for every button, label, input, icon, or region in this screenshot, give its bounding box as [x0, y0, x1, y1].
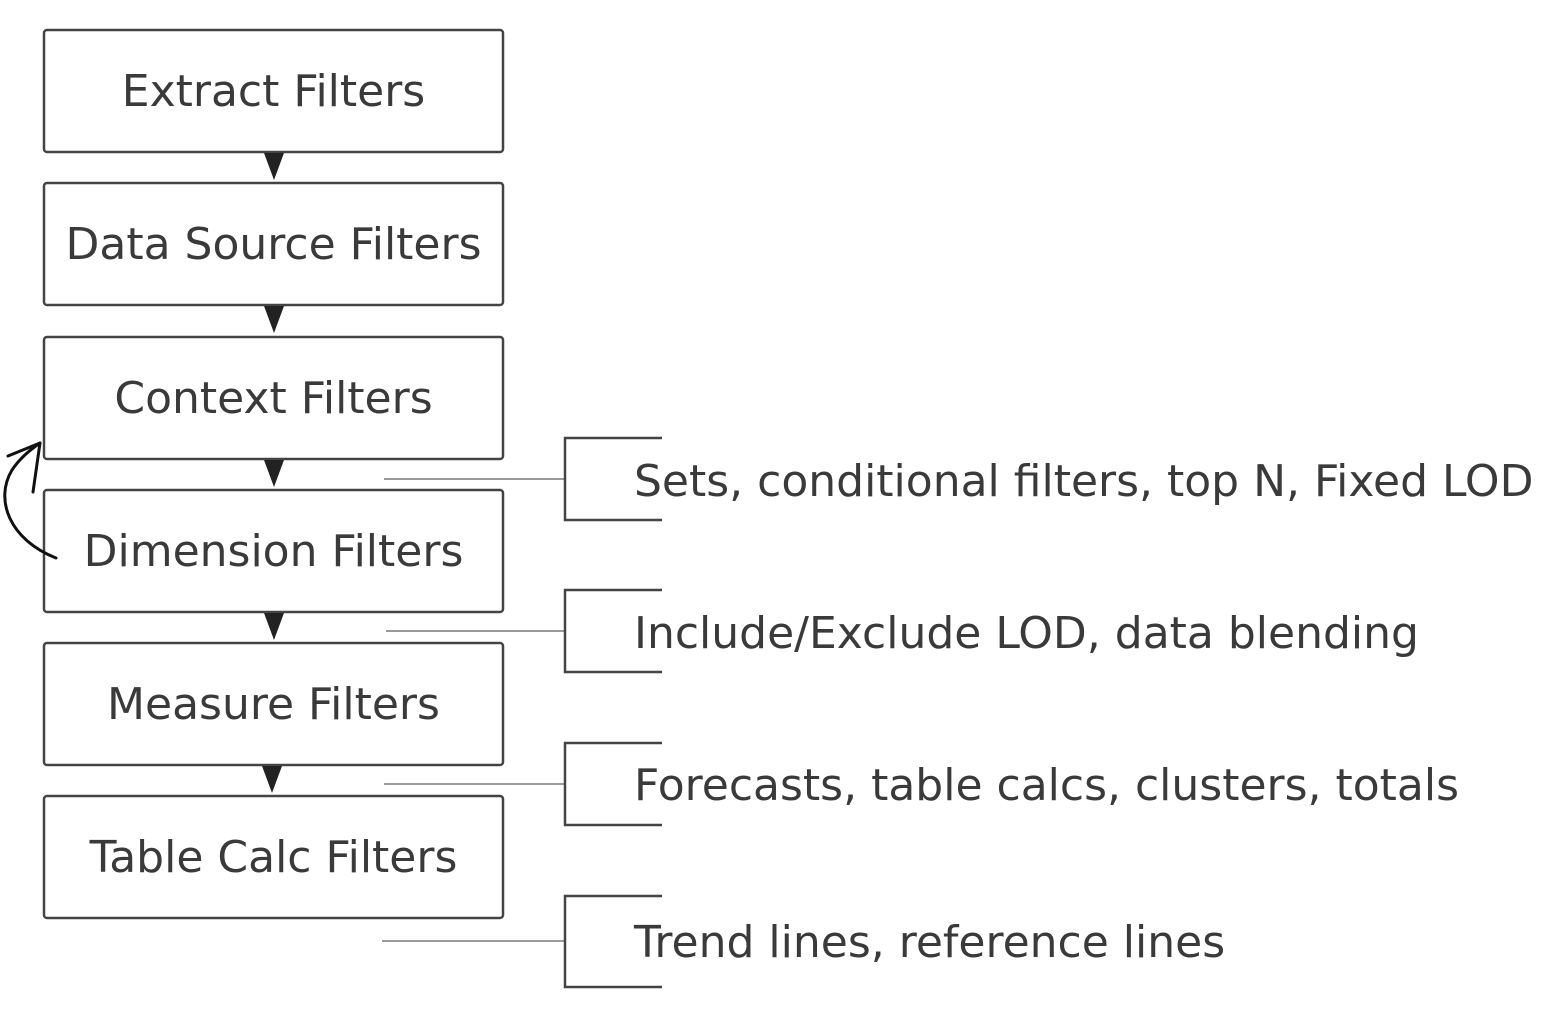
bracket-4 [563, 894, 662, 989]
annotation-include-exclude-lod: Include/Exclude LOD, data blending [634, 608, 1419, 659]
step-data-source-filters: Data Source Filters [42, 181, 505, 307]
annotation-trend-reference-lines: Trend lines, reference lines [633, 917, 1225, 968]
step-label: Dimension Filters [84, 526, 464, 577]
connector-arrow-1 [264, 153, 284, 180]
step-label: Table Calc Filters [89, 832, 458, 883]
step-measure-filters: Measure Filters [42, 641, 505, 767]
step-label: Data Source Filters [65, 219, 481, 270]
annotation-sets-fixed-lod: Sets, conditional filters, top N, Fixed … [634, 456, 1533, 507]
step-label: Context Filters [114, 373, 432, 424]
connector-arrow-5 [262, 766, 282, 793]
step-context-filters: Context Filters [42, 335, 505, 461]
hand-drawn-curved-arrow [3, 441, 58, 560]
step-table-calc-filters: Table Calc Filters [42, 794, 505, 920]
step-label: Extract Filters [122, 66, 425, 117]
connector-arrow-2 [264, 306, 284, 333]
annotation-forecasts-table-calcs: Forecasts, table calcs, clusters, totals [634, 760, 1459, 811]
connector-arrow-3 [264, 460, 284, 487]
connector-arrow-4 [264, 613, 284, 640]
step-label: Measure Filters [107, 679, 440, 730]
bracket-2 [563, 588, 662, 674]
bracket-1 [563, 436, 662, 522]
bracket-3 [563, 741, 662, 827]
step-extract-filters: Extract Filters [42, 28, 505, 154]
step-dimension-filters: Dimension Filters [42, 488, 505, 614]
